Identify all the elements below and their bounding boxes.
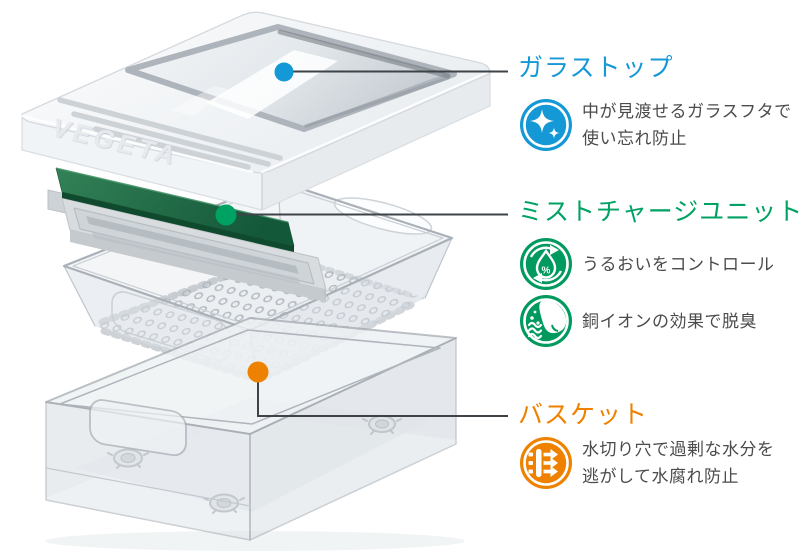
leader-lines <box>236 70 508 417</box>
description-line: 逃がして水腐れ防止 <box>582 467 739 486</box>
description-line: 水切り穴で過剰な水分を <box>582 440 775 459</box>
glass-top-lid: VEGETA VEGETA <box>20 11 491 211</box>
ground-shadow <box>45 531 465 551</box>
deodorize-feature: 銅イオンの効果で脱臭 <box>520 295 757 347</box>
leader-line-basket <box>257 381 508 417</box>
marker-dot-basket <box>247 361 269 383</box>
deodorize-icon <box>520 295 572 347</box>
unit-tray <box>47 189 327 302</box>
drain-description: 水切り穴で過剰な水分を 逃がして水腐れ防止 <box>582 436 775 490</box>
description-line: うるおいをコントロール <box>582 254 775 274</box>
deodorize-description: 銅イオンの効果で脱臭 <box>582 308 757 335</box>
marker-dot-glass-top <box>274 62 294 82</box>
humidity-feature: % うるおいをコントロール <box>520 238 775 290</box>
lid-ribs <box>57 97 283 170</box>
glass-top-title: ガラストップ <box>518 54 674 82</box>
humidity-control-icon: % <box>520 238 572 290</box>
basket-title: バスケット <box>518 401 649 429</box>
description-line: 使い忘れ防止 <box>582 129 687 148</box>
svg-text:%: % <box>542 266 551 277</box>
drawer-handle-recess <box>89 399 187 457</box>
drain-feature: 水切り穴で過剰な水分を 逃がして水腐れ防止 <box>520 436 775 490</box>
mist-unit-title: ミストチャージユニット <box>518 198 800 226</box>
description-line: 銅イオンの効果で脱臭 <box>582 311 757 331</box>
drain-icon <box>520 437 572 489</box>
mist-charge-plate <box>55 167 295 252</box>
humidity-description: うるおいをコントロール <box>582 251 775 278</box>
glass-top-description: 中が見渡せるガラスフタで 使い忘れ防止 <box>582 98 792 152</box>
outer-drawer <box>45 317 457 541</box>
description-line: 中が見渡せるガラスフタで <box>582 102 792 121</box>
marker-dot-mist-unit <box>215 204 237 226</box>
sparkle-icon <box>520 99 572 151</box>
glass-top-feature: 中が見渡せるガラスフタで 使い忘れ防止 <box>520 98 792 152</box>
